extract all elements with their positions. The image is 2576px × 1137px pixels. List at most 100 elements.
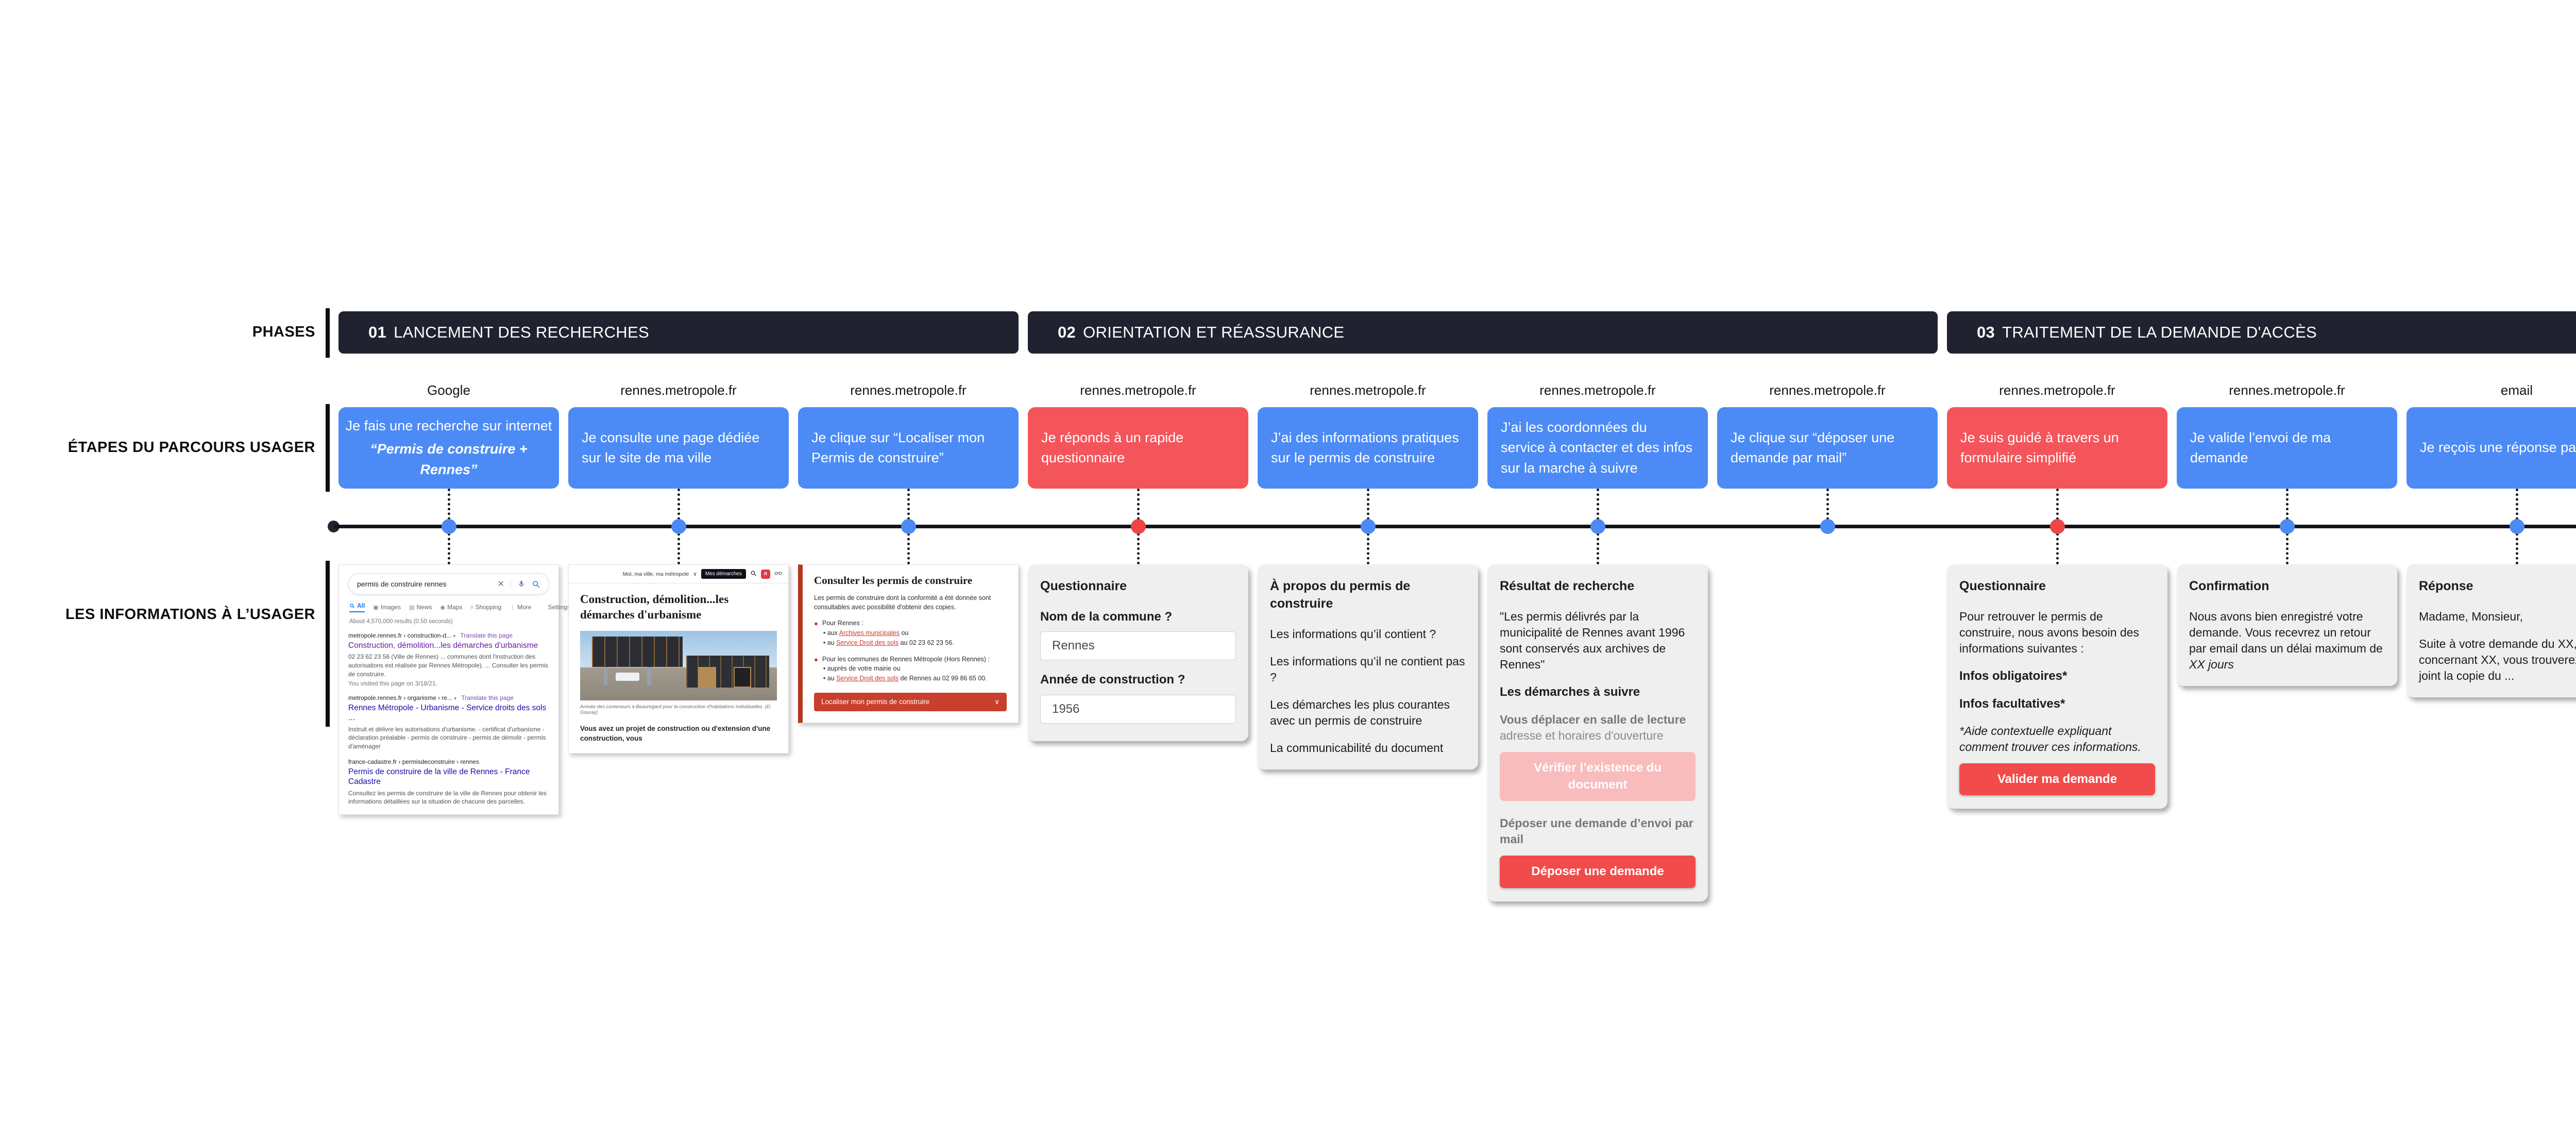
tab-news[interactable]: ▤News — [409, 604, 432, 611]
step-text: Je clique sur “Localiser mon Permis de c… — [811, 429, 985, 465]
connector — [1137, 489, 1140, 525]
connector — [448, 528, 450, 564]
translate-link[interactable]: Translate this page — [461, 694, 514, 701]
images-icon: ▣ — [373, 604, 379, 611]
valider-demande-button[interactable]: Valider ma demande — [1959, 763, 2155, 796]
step-text: Je valide l’envoi de ma demande — [2190, 429, 2331, 465]
result-quote: "Les permis délivrés par la municipalité… — [1500, 609, 1685, 671]
email-salutation: Madame, Monsieur, — [2419, 609, 2523, 623]
channel-label: rennes.metropole.fr — [1080, 382, 1196, 398]
google-serp-screenshot: permis de construire rennes ✕ — [338, 564, 593, 815]
list-item: Les informations qu’il contient ? — [1270, 627, 1436, 641]
accessibility-icon[interactable] — [774, 571, 782, 577]
bullet-icon: ● — [814, 655, 818, 663]
mandatory-fields-label: Infos obligatoires* — [1959, 668, 2067, 683]
result-title-link[interactable]: Rennes Métropole - Urbanisme - Service d… — [348, 703, 547, 723]
year-field[interactable]: 1956 — [1040, 694, 1236, 724]
tab-more[interactable]: ⋮More — [510, 604, 532, 611]
phase-bar-03: 03 TRAITEMENT DE LA DEMANDE D'ACCÈS — [1947, 311, 2576, 354]
step-text: Je consulte une page dédiée sur le site … — [582, 429, 760, 465]
result-snippet: 02 23 62 23 56 (Ville de Rennes) ... com… — [348, 653, 549, 678]
visited-note: You visited this page on 3/18/21. — [348, 679, 438, 687]
connector — [1826, 489, 1829, 525]
step-card-9: Je valide l’envoi de ma demande — [2177, 407, 2397, 489]
card-title: Questionnaire — [1959, 579, 2046, 593]
article-heading: Construction, démolition...les démarches… — [580, 593, 729, 621]
phase-number: 02 — [1058, 323, 1076, 341]
timeline-dot — [901, 519, 916, 534]
breadcrumb[interactable]: metropole.rennes.fr › construction-d... — [348, 632, 452, 639]
breadcrumb[interactable]: metropole.rennes.fr › organisme › re... — [348, 694, 453, 701]
breadcrumb[interactable]: france-cadastre.fr › permisdeconstruire … — [348, 758, 480, 765]
contextual-help: *Aide contextuelle expliquant comment tr… — [1959, 724, 2141, 754]
nav-menu[interactable]: Moi, ma ville, ma métropole — [622, 571, 689, 577]
search-icon[interactable] — [532, 580, 540, 589]
result-title-link[interactable]: Permis de construire de la ville de Renn… — [348, 767, 530, 787]
search-icon[interactable] — [750, 570, 757, 578]
search-input[interactable]: permis de construire rennes ✕ — [348, 573, 549, 595]
tab-all[interactable]: All — [349, 602, 365, 612]
service-droit-des-sols-link[interactable]: Service Droit des sols — [836, 675, 899, 682]
result-snippet: Instruit et délivre les autorisations d'… — [348, 725, 546, 750]
tab-maps[interactable]: ◉Maps — [440, 604, 463, 611]
rennes-logo[interactable]: R — [761, 569, 770, 579]
connector — [2056, 528, 2059, 564]
timeline-line — [334, 525, 2576, 528]
list-item: Les informations qu’il ne contient pas ? — [1270, 654, 1465, 684]
mes-demarches-button[interactable]: Mes démarches — [701, 569, 746, 579]
connector — [677, 489, 680, 525]
settings-menu[interactable]: Settings — [548, 604, 570, 611]
step-text: Je suis guidé à travers un formulaire si… — [1960, 429, 2119, 465]
phases-row-divider — [326, 308, 330, 358]
connector — [677, 528, 680, 564]
email-body: Suite à votre demande du XX, concernant … — [2419, 637, 2576, 682]
localiser-permis-button[interactable]: Localiser mon permis de construire ∨ — [814, 692, 1007, 711]
row-label-phases: PHASES — [252, 324, 315, 340]
step-card-8: Je suis guidé à travers un formulaire si… — [1947, 407, 2167, 489]
step-text: Je fais une recherche sur internet — [345, 418, 552, 434]
confirmation-text: Nous avons bien enregistré votre demande… — [2189, 609, 2383, 671]
microphone-icon[interactable] — [517, 580, 526, 588]
chevron-down-icon[interactable]: ▾ — [453, 633, 455, 639]
confirmation-card: Confirmation Nous avons bien enregistré … — [2177, 564, 2397, 686]
connector — [1597, 528, 1599, 564]
chevron-down-icon[interactable]: ▾ — [454, 695, 456, 701]
option-title: Vous déplacer en salle de lecture — [1500, 713, 1686, 727]
translate-link[interactable]: Translate this page — [460, 632, 513, 639]
service-droit-des-sols-link[interactable]: Service Droit des sols — [836, 639, 899, 646]
search-result-card: Résultat de recherche "Les permis délivr… — [1487, 564, 1708, 901]
informations-row-divider — [326, 561, 330, 727]
about-permit-card: À propos du permis de construire Les inf… — [1258, 564, 1478, 770]
chevron-down-icon: ∨ — [994, 697, 999, 706]
questionnaire-card: Questionnaire Nom de la commune ? Rennes… — [1028, 564, 1248, 741]
deposer-demande-button[interactable]: Déposer une demande — [1500, 856, 1696, 888]
search-query[interactable]: permis de construire rennes — [357, 580, 447, 588]
search-result: france-cadastre.fr › permisdeconstruire … — [348, 758, 549, 806]
timeline-dot — [442, 519, 456, 534]
connector — [1137, 528, 1140, 564]
serp-tabs: All ▣Images ▤News ◉Maps ⬨Shopping ⋮More … — [349, 602, 593, 612]
section-heading: Consulter les permis de construire — [814, 574, 973, 587]
close-icon[interactable]: ✕ — [497, 580, 504, 589]
step-card-2: Je consulte une page dédiée sur le site … — [568, 407, 789, 489]
step-card-7: Je clique sur “déposer une demande par m… — [1717, 407, 1938, 489]
city-page-screenshot: Moi, ma ville, ma métropole ∨ Mes démarc… — [568, 564, 789, 754]
result-stats: About 4,570,000 results (0.50 seconds) — [349, 618, 453, 625]
tab-images[interactable]: ▣Images — [373, 604, 401, 611]
card-title: À propos du permis de construire — [1270, 579, 1411, 611]
card-title: Questionnaire — [1040, 579, 1127, 593]
channel-label: email — [2500, 382, 2533, 398]
commune-field[interactable]: Rennes — [1040, 631, 1236, 661]
result-title-link[interactable]: Construction, démolition...les démarches… — [348, 641, 538, 650]
channel-label: rennes.metropole.fr — [1310, 382, 1426, 398]
channel-label: rennes.metropole.fr — [1539, 382, 1656, 398]
bullet-text: Pour les communes de Rennes Métropole (H… — [822, 655, 990, 663]
timeline-dot — [671, 519, 686, 534]
row-label-steps: ÉTAPES DU PARCOURS USAGER — [67, 439, 315, 456]
archives-link[interactable]: Archives municipales — [839, 629, 900, 637]
connector — [2286, 528, 2289, 564]
chevron-down-icon[interactable]: ∨ — [693, 571, 697, 577]
step-text-query: “Permis de construire + Rennes” — [370, 441, 528, 477]
tab-shopping[interactable]: ⬨Shopping — [470, 604, 502, 611]
timeline-dot — [1361, 519, 1376, 534]
